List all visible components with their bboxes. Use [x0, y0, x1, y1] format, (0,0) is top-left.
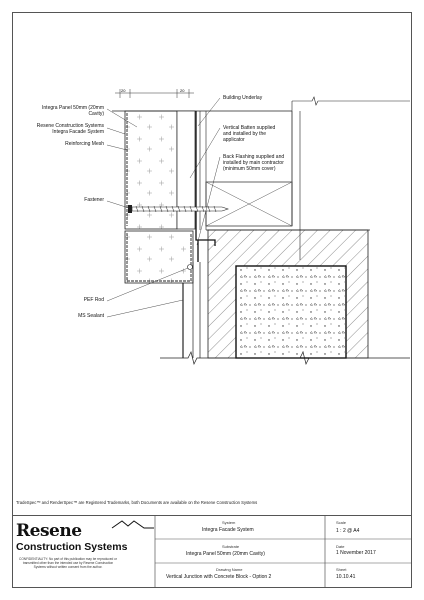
date-caption: Date [336, 544, 345, 549]
substrate-value: Integra Panel 50mm (20mm Cavity) [186, 551, 265, 557]
confidentiality-note: CONFIDENTIALITY: No part of this publica… [19, 557, 117, 569]
label-back-flashing: Back Flashing supplied and installed by … [223, 154, 285, 172]
dimension-text-2: 20 [180, 88, 185, 93]
leader-lines [106, 97, 221, 318]
drawing-name-caption: Drawing Name [216, 567, 243, 572]
title-block [12, 515, 412, 589]
scale-value: 1 : 2 @ A4 [336, 528, 360, 534]
scale-caption: Scale [336, 520, 347, 525]
label-building-underlay: Building Underlay [223, 95, 263, 101]
system-caption: System [222, 520, 236, 525]
pef-rod [187, 264, 193, 270]
label-fastener: Fastener [84, 197, 104, 203]
dimension-line [115, 89, 194, 98]
sheet-value: 10.10.41 [336, 574, 356, 580]
timber-box [205, 181, 293, 227]
reinforcing-mesh [126, 113, 192, 282]
label-ms-sealant: MS Sealant [78, 313, 104, 319]
label-pef-rod: PEF Rod [83, 297, 104, 303]
label-resene-system: Resene Construction Systems Integra Faca… [36, 123, 104, 135]
logo-construction-systems: Construction Systems [16, 541, 128, 553]
system-value: Integra Facade System [202, 527, 254, 533]
date-value: 1 November 2017 [336, 550, 376, 556]
substrate-caption: Substrate [222, 544, 240, 549]
integra-panel-lower [124, 230, 194, 284]
label-vertical-batten: Vertical Batten supplied and installed b… [223, 125, 276, 143]
label-reinforcing-mesh: Reinforcing Mesh [65, 141, 104, 147]
label-integra-panel: Integra Panel 50mm (20mm Cavity) [42, 105, 104, 117]
trademark-note: TradeSpec™ and RenderSpec™ are Registere… [16, 500, 258, 505]
break-line [160, 350, 410, 366]
dimension-text-1: 20 [121, 88, 126, 93]
drawing-name-value: Vertical Junction with Concrete Block - … [166, 574, 272, 580]
drawing-frame [12, 12, 412, 588]
sheet-caption: Sheet [336, 567, 347, 572]
logo-resene: Resene [16, 521, 82, 541]
